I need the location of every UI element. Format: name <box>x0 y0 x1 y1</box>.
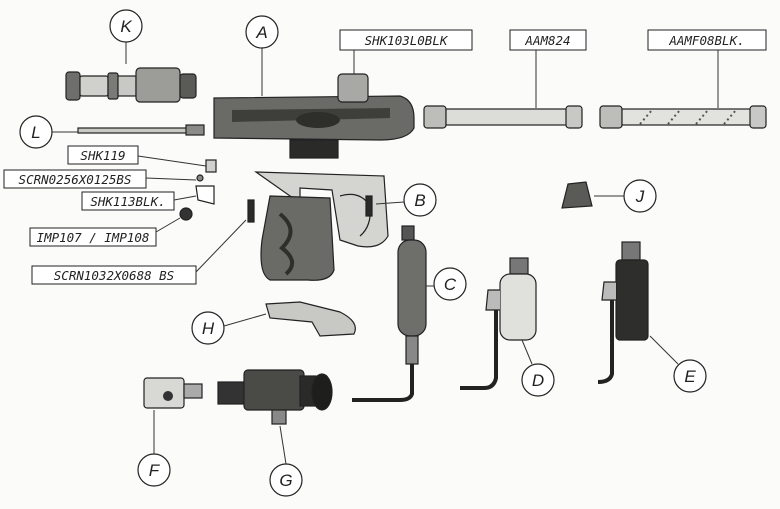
callout-d: D <box>532 371 544 390</box>
trigger-guard <box>265 301 356 337</box>
callout-h: H <box>202 319 215 338</box>
sku-shk113: SHK113BLK. <box>90 194 165 209</box>
sku-shk119: SHK119 <box>80 148 125 163</box>
sku-barrel2: AAMF08BLK. <box>668 33 744 48</box>
screw-left <box>247 199 255 223</box>
sku-body: SHK103L0BLK <box>365 33 449 48</box>
callout-k: K <box>120 17 132 36</box>
sku-barrel1: AAM824 <box>524 33 570 48</box>
sku-box-scrn0256 <box>3 169 147 189</box>
callout-l: L <box>31 123 40 142</box>
callout-b: B <box>414 191 425 210</box>
sku-scrn1032: SCRN1032X0688 BS <box>54 268 174 283</box>
callout-j: J <box>635 187 645 206</box>
callout-circle-e <box>673 359 707 393</box>
callout-circle-h <box>191 311 225 345</box>
small-parts-cluster <box>179 159 217 221</box>
asa-regulator-c <box>352 225 427 402</box>
callout-a: A <box>255 23 267 42</box>
marker-body <box>213 73 415 159</box>
fitting <box>143 377 203 409</box>
sku-box-barrel2 <box>647 29 767 51</box>
sku-box-barrel1 <box>509 29 587 51</box>
sku-box-shk119 <box>67 145 139 165</box>
callout-f: F <box>149 461 161 480</box>
sku-imp: IMP107 / IMP108 <box>37 230 150 245</box>
feed-neck-adapter <box>561 181 593 209</box>
barrel-aam824 <box>423 105 583 129</box>
sku-box-body <box>339 29 473 51</box>
pin-rod <box>77 124 205 136</box>
sku-box-imp <box>29 227 157 247</box>
asa-regulator-e <box>597 241 649 384</box>
sku-box-shk113 <box>81 191 175 211</box>
callout-e: E <box>684 367 696 386</box>
barrel-aamf08blk <box>599 105 767 129</box>
screw-right <box>365 195 373 217</box>
callout-circle-d <box>521 363 555 397</box>
sku-box-scrn1032 <box>31 265 197 285</box>
bolt-assembly <box>65 67 197 103</box>
sku-scrn0256: SCRN0256X0125BS <box>19 172 132 187</box>
frame-grip <box>254 171 389 281</box>
callout-c: C <box>444 275 457 294</box>
callout-circle-c <box>433 267 467 301</box>
callout-g: G <box>279 471 292 490</box>
asa-regulator-d <box>460 257 537 390</box>
callout-circle-b <box>403 183 437 217</box>
valve-assembly <box>217 369 333 425</box>
